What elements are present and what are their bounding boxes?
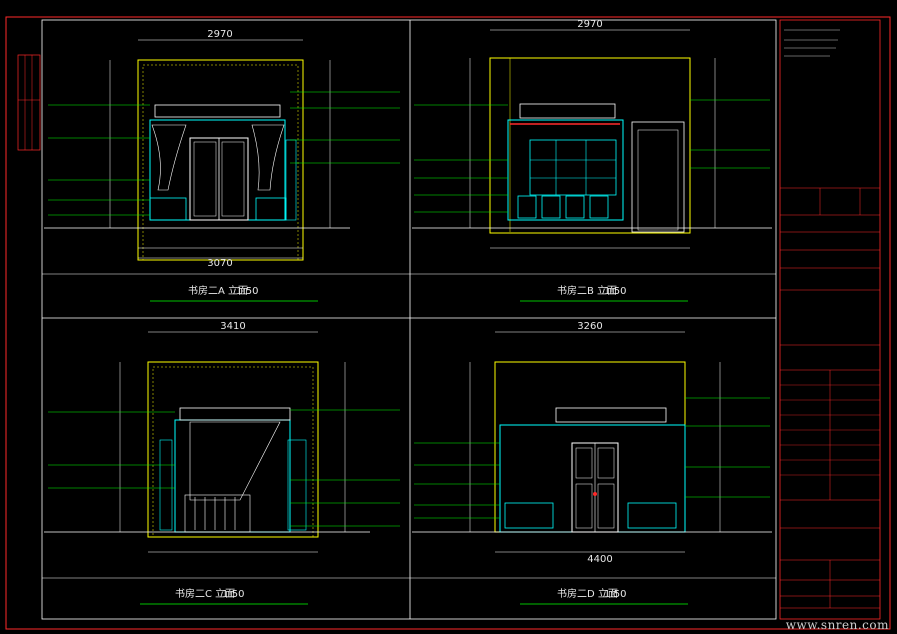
view-c-title: 书房二C 立面 <box>175 587 235 600</box>
elevation-b <box>412 29 772 249</box>
dim-d-bottom: 4400 <box>587 554 612 565</box>
view-d-scale: 1:50 <box>604 589 626 600</box>
view-b-title: 书房二B 立面 <box>557 284 617 297</box>
title-block-frame <box>779 19 881 620</box>
revision-strip <box>17 54 41 151</box>
dim-c-top: 3410 <box>220 321 245 332</box>
elevation-d <box>412 331 772 553</box>
view-b-scale: 1:50 <box>604 286 626 297</box>
view-a-title: 书房二A 立面 <box>188 284 248 297</box>
dim-a-top: 2970 <box>207 29 232 40</box>
dim-b-top: 2970 <box>577 19 602 30</box>
dim-a-bottom: 3070 <box>207 258 232 269</box>
watermark: www.snren.com <box>785 618 889 632</box>
outer-border <box>5 16 891 630</box>
view-d-title: 书房二D 立面 <box>557 587 618 600</box>
elevation-a <box>44 39 400 261</box>
dim-d-top: 3260 <box>577 321 602 332</box>
title-block <box>780 29 880 609</box>
elevation-c <box>44 331 400 553</box>
view-a-scale: 1:50 <box>236 286 258 297</box>
view-c-scale: 1:50 <box>222 589 244 600</box>
drawing-area-frame <box>41 19 777 620</box>
